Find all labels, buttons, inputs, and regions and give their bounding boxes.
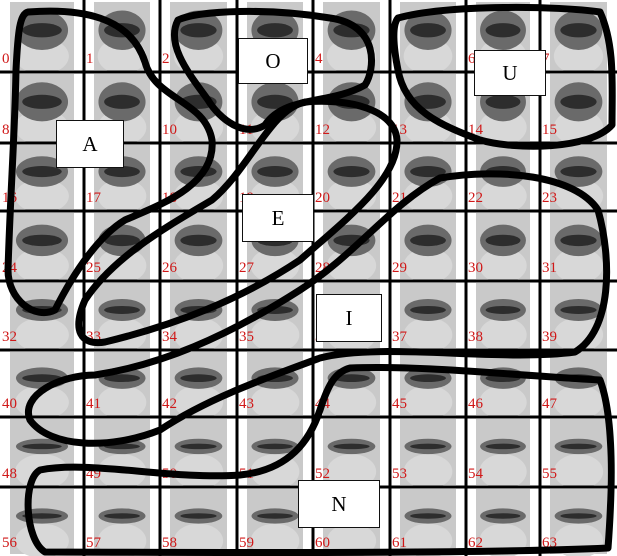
vowel-label-e: E [242,194,314,242]
vowel-label-a: A [56,120,124,168]
vowel-label-o: O [238,38,308,84]
vowel-label-u: U [474,50,546,96]
vowel-label-n: N [298,480,380,528]
vowel-label-i: I [316,294,382,342]
